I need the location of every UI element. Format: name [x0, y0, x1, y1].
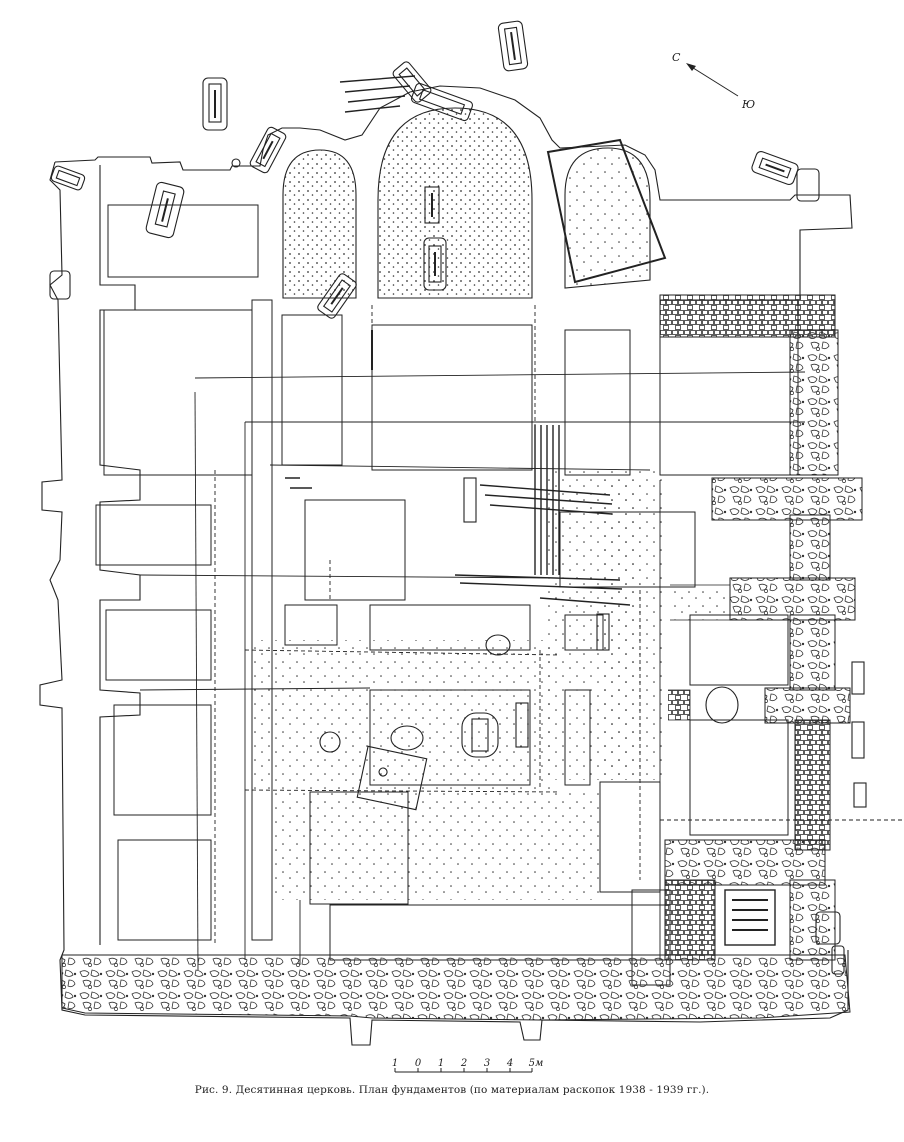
scale-tick-label: 2	[460, 1058, 467, 1069]
scale-tick-label: 0	[415, 1058, 422, 1069]
north-arrow: С Ю	[672, 51, 755, 111]
east-west-strips	[139, 371, 806, 971]
scale-tick-label: 4	[506, 1058, 513, 1069]
apse-central	[377, 107, 533, 299]
south-rubble-wall	[61, 954, 851, 1021]
east-masonry	[659, 294, 863, 961]
south-label: Ю	[741, 98, 755, 111]
scale-bar: 1 0 1 2 3 4 5м	[392, 1058, 544, 1073]
scale-tick-label: 3	[484, 1058, 490, 1069]
north-label: С	[672, 51, 681, 64]
stippled-floor	[252, 470, 665, 900]
burials	[49, 20, 867, 975]
timber-trenches	[285, 75, 631, 606]
figure-caption: Рис. 9. Десятинная церковь. План фундаме…	[194, 1084, 710, 1096]
apse-south	[546, 138, 667, 289]
apse-north	[282, 149, 357, 299]
scale-tick-label: 1	[392, 1058, 398, 1069]
scale-tick-label: 1	[438, 1058, 444, 1069]
scale-tick-label: 5м	[529, 1058, 544, 1069]
